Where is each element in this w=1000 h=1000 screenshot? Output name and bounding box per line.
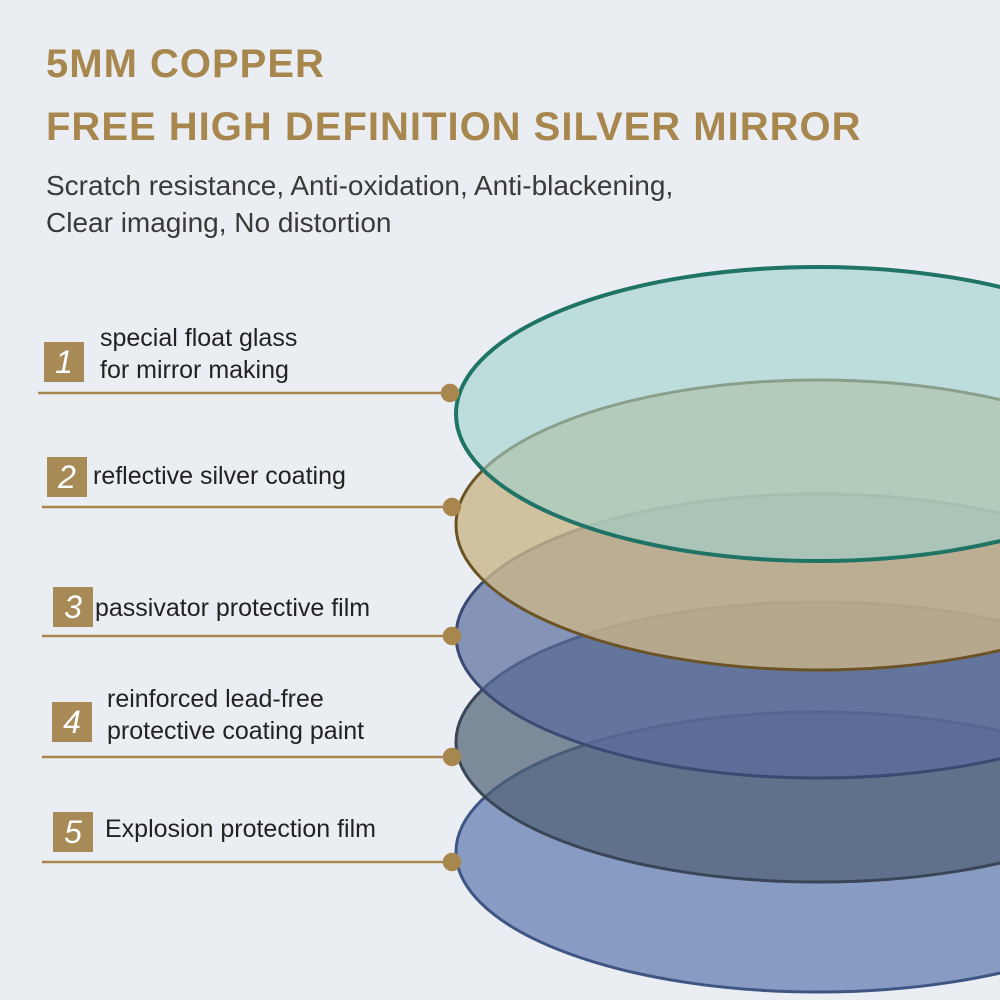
layer-5-label: Explosion protection film bbox=[105, 815, 376, 843]
leader-dot-2 bbox=[442, 497, 462, 517]
layer-3-label: passivator protective film bbox=[95, 594, 371, 622]
leader-dot-4 bbox=[442, 747, 462, 767]
layer-5-badge: 5 bbox=[53, 812, 93, 852]
layer-2-badge: 2 bbox=[47, 457, 87, 497]
layer-4-label-line-2: protective coating paint bbox=[107, 717, 365, 745]
layer-2-label: reflective silver coating bbox=[93, 462, 346, 490]
layer-4-badge: 4 bbox=[52, 702, 92, 742]
layer-4-label-line-1: reinforced lead-free bbox=[107, 685, 324, 713]
layer-1-badge: 1 bbox=[44, 342, 84, 382]
subtitle-line-1: Scratch resistance, Anti-oxidation, Anti… bbox=[46, 170, 674, 201]
title-line-2: FREE HIGH DEFINITION SILVER MIRROR bbox=[46, 105, 862, 149]
layer-1-label-line-1: special float glass bbox=[100, 324, 298, 352]
layer-1-label-line-2: for mirror making bbox=[100, 356, 289, 384]
subtitle-line-2: Clear imaging, No distortion bbox=[46, 207, 392, 238]
leader-dot-1 bbox=[440, 383, 460, 403]
leader-dot-5 bbox=[442, 852, 462, 872]
leader-dot-3 bbox=[442, 626, 462, 646]
title-line-1: 5MM COPPER bbox=[46, 42, 325, 86]
layer-3-badge: 3 bbox=[53, 587, 93, 627]
layer-1-disc bbox=[454, 265, 1000, 563]
